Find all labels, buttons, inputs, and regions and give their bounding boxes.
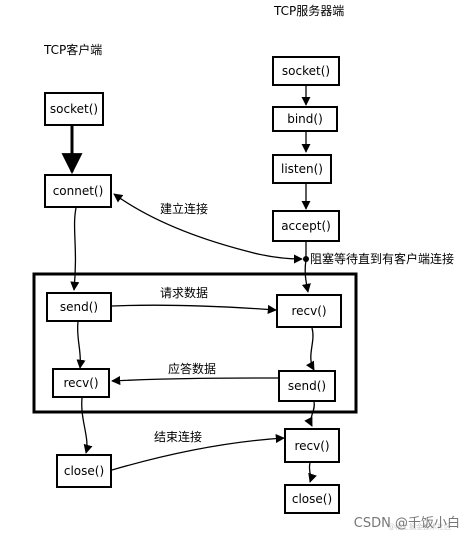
arrow-response-data [111,376,279,386]
client-close-box: close() [56,454,112,488]
label-request-data: 请求数据 [160,286,209,300]
arrow-server-accept-to-recv [301,242,311,293]
server-socket-box: socket() [272,56,340,86]
arrow-client-recv-to-close [81,397,93,454]
arrow-client-send-to-recv [76,321,86,369]
label-blocking-wait: 阻塞等待直到有客户端连接 [310,252,455,266]
server-listen-box: listen() [272,154,332,184]
watermark-faint: @稀土掘金技术社区 [388,523,451,531]
server-recv2-box: recv() [284,428,340,463]
client-send-box: send() [46,292,112,322]
client-socket-box: socket() [44,92,104,126]
server-title: TCP服务器端 [274,4,345,18]
arrow-server-recv2-to-close [308,462,317,483]
server-accept-box: accept() [272,210,340,242]
server-bind-box: bind() [272,106,338,132]
loop-frame [32,272,358,414]
arrow-request-data [111,304,277,314]
blocking-point [303,256,309,262]
server-close-box: close() [284,484,340,514]
arrow-server-recv-to-send [305,327,315,371]
arrow-close-connection [111,433,285,471]
arrow-establish-connection [113,193,303,264]
client-recv-box: recv() [52,368,110,398]
server-recv-box: recv() [276,294,342,328]
arrow-client-connect-to-send [70,207,80,291]
label-close-connection: 结束连接 [154,430,203,444]
label-response-data: 应答数据 [168,362,217,376]
arrow-server-send-to-recv2 [304,401,315,427]
client-title: TCP客户端 [44,43,103,57]
watermark-csdn: CSDN @千饭小白 [353,516,460,531]
client-connect-box: connet() [44,174,112,208]
server-send-box: send() [278,370,336,402]
label-establish-connection: 建立连接 [160,202,209,216]
